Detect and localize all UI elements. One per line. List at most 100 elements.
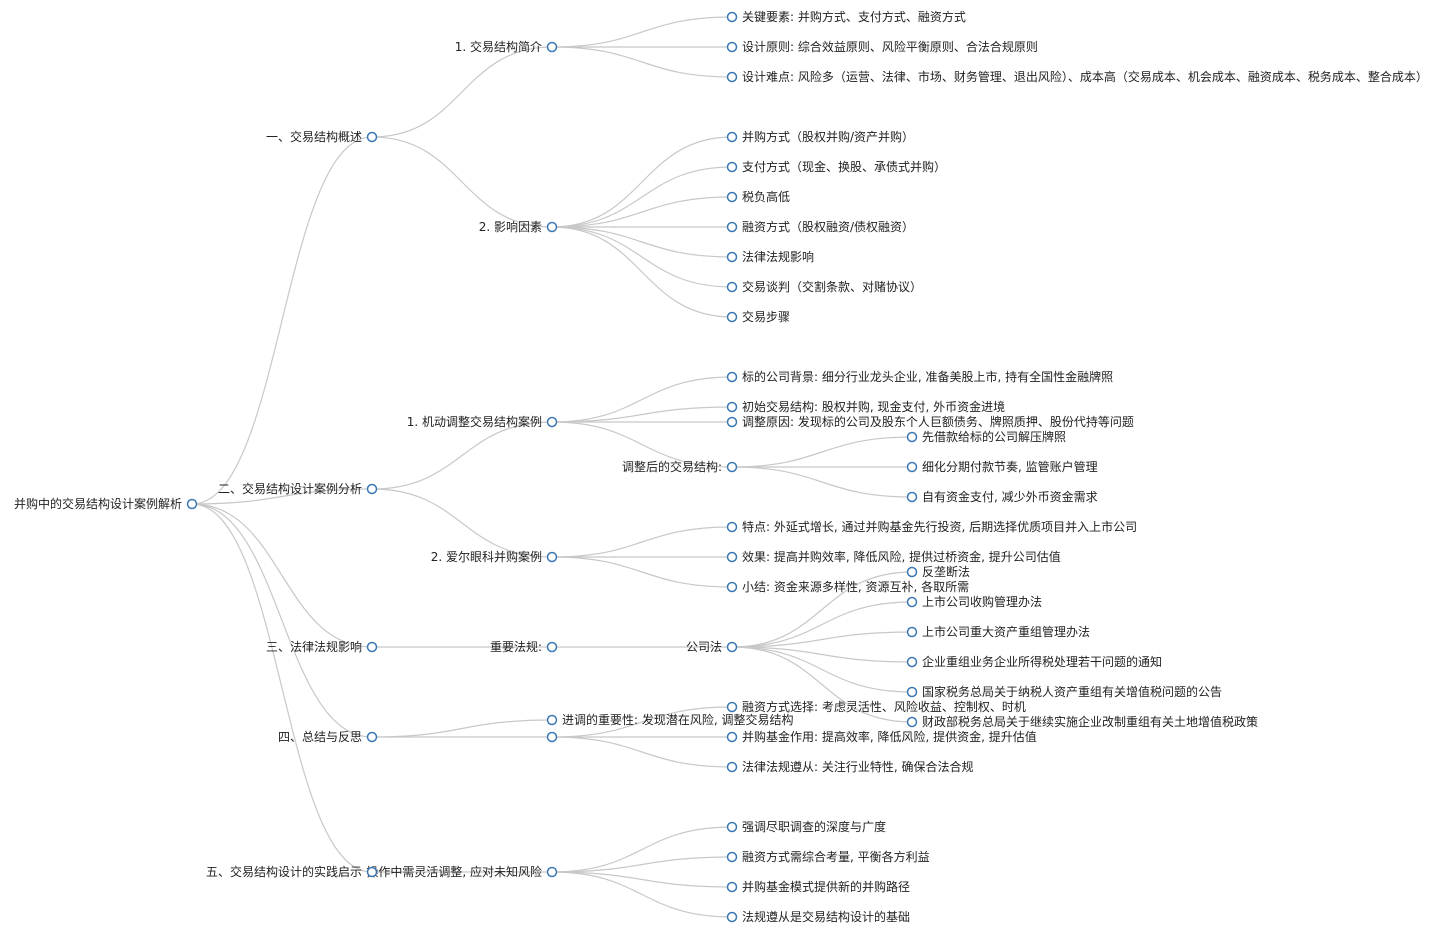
- node-r-2-0-0-4[interactable]: 国家税务总局关于纳税人资产重组有关增值税问题的公告: [906, 684, 1223, 699]
- node-r-1-1-2[interactable]: 小结: 资金来源多样性, 资源互补, 各取所需: [726, 579, 970, 594]
- node-label-r-0-1-5: 交易谈判（交割条款、对赌协议）: [742, 279, 922, 294]
- node-toggle-r-4-0-3[interactable]: [726, 911, 738, 923]
- node-r-0[interactable]: 一、交易结构概述: [266, 129, 378, 144]
- node-r-1-0-3[interactable]: 调整后的交易结构:: [622, 459, 738, 474]
- node-toggle-r-1-0-1[interactable]: [726, 401, 738, 413]
- node-toggle-r-4-0-1[interactable]: [726, 851, 738, 863]
- node-toggle-r-3-1-1[interactable]: [726, 731, 738, 743]
- node-r-1-0-0[interactable]: 标的公司背景: 细分行业龙头企业, 准备美股上市, 持有全国性金融牌照: [726, 369, 1114, 384]
- node-toggle-r-3-1[interactable]: [546, 731, 558, 743]
- node-r-1-1-0[interactable]: 特点: 外延式增长, 通过并购基金先行投资, 后期选择优质项目并入上市公司: [726, 519, 1138, 534]
- node-r-0-1-0[interactable]: 并购方式（股权并购/资产并购）: [726, 129, 915, 144]
- node-toggle-r-0-1[interactable]: [546, 221, 558, 233]
- node-toggle-r-0-1-0[interactable]: [726, 131, 738, 143]
- node-toggle-r-1-0-3-1[interactable]: [906, 461, 918, 473]
- node-toggle-r-0-0-2[interactable]: [726, 71, 738, 83]
- node-r-0-1[interactable]: 2. 影响因素: [479, 219, 558, 234]
- node-r-1-0-1[interactable]: 初始交易结构: 股权并购, 现金支付, 外币资金进境: [726, 399, 1006, 414]
- node-label-r-0-1: 2. 影响因素: [479, 219, 542, 234]
- node-r-0-0-0[interactable]: 关键要素: 并购方式、支付方式、融资方式: [726, 9, 966, 24]
- node-toggle-r-0-0-1[interactable]: [726, 41, 738, 53]
- node-toggle-r-3-1-0[interactable]: [726, 701, 738, 713]
- node-toggle-r-0-0[interactable]: [546, 41, 558, 53]
- node-label-r-2-0-0-3: 企业重组业务企业所得税处理若干问题的通知: [922, 654, 1162, 669]
- node-r[interactable]: 并购中的交易结构设计案例解析: [14, 496, 198, 511]
- node-r-1-1-1[interactable]: 效果: 提高并购效率, 降低风险, 提供过桥资金, 提升公司估值: [726, 549, 1061, 564]
- node-r-1-1[interactable]: 2. 爱尔眼科并购案例: [431, 549, 558, 564]
- node-toggle-r-3-0[interactable]: [546, 714, 558, 726]
- node-r-0-1-5[interactable]: 交易谈判（交割条款、对赌协议）: [726, 279, 923, 294]
- node-toggle-r-1-0-3-0[interactable]: [906, 431, 918, 443]
- node-r-3-1[interactable]: [546, 731, 558, 743]
- node-r-0-1-4[interactable]: 法律法规影响: [726, 249, 815, 264]
- node-r-0-0[interactable]: 1. 交易结构简介: [455, 39, 558, 54]
- node-r-3[interactable]: 四、总结与反思: [278, 730, 378, 744]
- node-toggle-r-0-1-6[interactable]: [726, 311, 738, 323]
- node-toggle-r-4[interactable]: [366, 866, 378, 878]
- node-r-3-0[interactable]: 进调的重要性: 发现潜在风险, 调整交易结构: [546, 712, 794, 727]
- node-toggle-r-2-0-0[interactable]: [726, 641, 738, 653]
- node-r-2-0-0-5[interactable]: 财政部税务总局关于继续实施企业改制重组有关土地增值税政策: [906, 714, 1259, 729]
- node-r-4-0-1[interactable]: 融资方式需综合考量, 平衡各方利益: [726, 849, 930, 864]
- node-r-1-0-2[interactable]: 调整原因: 发现标的公司及股东个人巨额债务、牌照质押、股份代持等问题: [726, 414, 1134, 429]
- node-r-2-0[interactable]: 重要法规:: [490, 639, 558, 654]
- node-r-1[interactable]: 二、交易结构设计案例分析: [218, 481, 378, 496]
- node-toggle-r-0-1-4[interactable]: [726, 251, 738, 263]
- node-r-3-1-2[interactable]: 法律法规遵从: 关注行业特性, 确保合法合规: [726, 759, 974, 774]
- node-r-3-1-1[interactable]: 并购基金作用: 提高效率, 降低风险, 提供资金, 提升估值: [726, 729, 1037, 744]
- node-r-4-0-3[interactable]: 法规遵从是交易结构设计的基础: [726, 909, 911, 924]
- node-r-1-0-3-1[interactable]: 细化分期付款节奏, 监管账户管理: [906, 459, 1098, 474]
- node-toggle-r[interactable]: [186, 498, 198, 510]
- node-toggle-r-3-1-2[interactable]: [726, 761, 738, 773]
- node-toggle-r-1[interactable]: [366, 483, 378, 495]
- node-r-3-1-0[interactable]: 融资方式选择: 考虑灵活性、风险收益、控制权、时机: [726, 699, 1026, 714]
- node-r-0-1-3[interactable]: 融资方式（股权融资/债权融资）: [726, 219, 915, 234]
- node-r-0-0-2[interactable]: 设计难点: 风险多（运营、法律、市场、财务管理、退出风险）、成本高（交易成本、机…: [726, 69, 1428, 84]
- node-toggle-r-1-0[interactable]: [546, 416, 558, 428]
- node-label-r-3-0: 进调的重要性: 发现潜在风险, 调整交易结构: [562, 712, 794, 727]
- node-toggle-r-2-0-0-2[interactable]: [906, 626, 918, 638]
- node-r-4-0[interactable]: 操作中需灵活调整, 应对未知风险: [366, 864, 558, 879]
- node-toggle-r-1-0-3[interactable]: [726, 461, 738, 473]
- node-toggle-r-0-1-2[interactable]: [726, 191, 738, 203]
- node-r-1-0[interactable]: 1. 机动调整交易结构案例: [407, 414, 558, 429]
- node-toggle-r-1-0-3-2[interactable]: [906, 491, 918, 503]
- node-toggle-r-4-0-2[interactable]: [726, 881, 738, 893]
- node-r-2-0-0-2[interactable]: 上市公司重大资产重组管理办法: [906, 624, 1091, 639]
- node-r-4[interactable]: 五、交易结构设计的实践启示: [206, 864, 378, 879]
- node-toggle-r-2-0-0-5[interactable]: [906, 716, 918, 728]
- node-toggle-r-2-0-0-1[interactable]: [906, 596, 918, 608]
- node-toggle-r-1-0-0[interactable]: [726, 371, 738, 383]
- node-r-0-1-1[interactable]: 支付方式（现金、换股、承债式并购）: [726, 159, 947, 174]
- node-r-0-1-6[interactable]: 交易步骤: [726, 309, 791, 324]
- node-toggle-r-1-1-0[interactable]: [726, 521, 738, 533]
- node-toggle-r-4-0[interactable]: [546, 866, 558, 878]
- node-toggle-r-0[interactable]: [366, 131, 378, 143]
- node-toggle-r-0-1-5[interactable]: [726, 281, 738, 293]
- node-r-1-0-3-2[interactable]: 自有资金支付, 减少外币资金需求: [906, 489, 1098, 504]
- node-toggle-r-3[interactable]: [366, 731, 378, 743]
- node-toggle-r-2-0[interactable]: [546, 641, 558, 653]
- node-toggle-r-0-1-1[interactable]: [726, 161, 738, 173]
- node-r-4-0-2[interactable]: 并购基金模式提供新的并购路径: [726, 879, 911, 894]
- node-toggle-r-1-1-2[interactable]: [726, 581, 738, 593]
- node-toggle-r-1-0-2[interactable]: [726, 416, 738, 428]
- node-toggle-r-1-1-1[interactable]: [726, 551, 738, 563]
- node-toggle-r-0-0-0[interactable]: [726, 11, 738, 23]
- node-r-1-0-3-0[interactable]: 先借款给标的公司解压牌照: [906, 429, 1067, 444]
- node-toggle-r-0-1-3[interactable]: [726, 221, 738, 233]
- node-r-2-0-0[interactable]: 公司法: [686, 640, 738, 654]
- node-toggle-r-2[interactable]: [366, 641, 378, 653]
- node-toggle-r-4-0-0[interactable]: [726, 821, 738, 833]
- node-r-0-0-1[interactable]: 设计原则: 综合效益原则、风险平衡原则、合法合规原则: [726, 39, 1038, 54]
- node-r-2-0-0-3[interactable]: 企业重组业务企业所得税处理若干问题的通知: [906, 654, 1163, 669]
- node-r-4-0-0[interactable]: 强调尽职调查的深度与广度: [726, 819, 887, 834]
- node-toggle-r-2-0-0-3[interactable]: [906, 656, 918, 668]
- node-toggle-r-2-0-0-0[interactable]: [906, 566, 918, 578]
- node-r-2-0-0-1[interactable]: 上市公司收购管理办法: [906, 594, 1043, 609]
- node-r-0-1-2[interactable]: 税负高低: [726, 189, 791, 204]
- node-r-2[interactable]: 三、法律法规影响: [266, 639, 378, 654]
- node-r-2-0-0-0[interactable]: 反垄断法: [906, 564, 971, 579]
- node-toggle-r-2-0-0-4[interactable]: [906, 686, 918, 698]
- node-toggle-r-1-1[interactable]: [546, 551, 558, 563]
